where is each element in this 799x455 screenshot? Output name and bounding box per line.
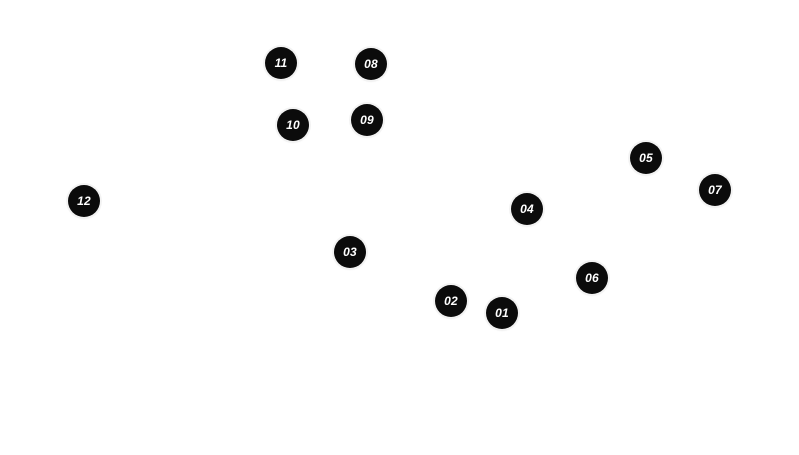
marker-11[interactable]: 11 <box>265 47 297 79</box>
marker-03[interactable]: 03 <box>334 236 366 268</box>
marker-label: 11 <box>274 56 288 70</box>
marker-05[interactable]: 05 <box>630 142 662 174</box>
marker-01[interactable]: 01 <box>486 297 518 329</box>
marker-02[interactable]: 02 <box>435 285 467 317</box>
marker-06[interactable]: 06 <box>576 262 608 294</box>
marker-label: 09 <box>360 113 374 127</box>
marker-label: 04 <box>520 202 534 216</box>
marker-label: 01 <box>495 306 509 320</box>
marker-label: 07 <box>708 183 722 197</box>
marker-label: 12 <box>77 194 91 208</box>
marker-label: 02 <box>444 294 458 308</box>
marker-label: 06 <box>585 271 599 285</box>
marker-09[interactable]: 09 <box>351 104 383 136</box>
marker-07[interactable]: 07 <box>699 174 731 206</box>
marker-label: 08 <box>364 57 378 71</box>
marker-label: 05 <box>639 151 653 165</box>
marker-10[interactable]: 10 <box>277 109 309 141</box>
marker-label: 03 <box>343 245 357 259</box>
marker-12[interactable]: 12 <box>68 185 100 217</box>
marker-08[interactable]: 08 <box>355 48 387 80</box>
marker-label: 10 <box>286 118 300 132</box>
marker-04[interactable]: 04 <box>511 193 543 225</box>
